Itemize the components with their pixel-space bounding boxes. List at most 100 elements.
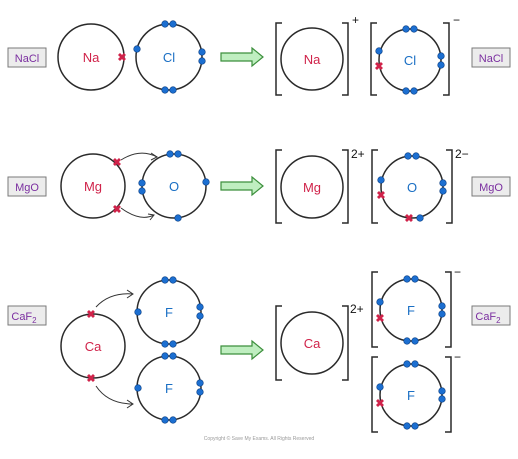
electron-dot [412, 152, 420, 160]
sodium-ion [280, 27, 344, 91]
electron-dot [411, 337, 419, 345]
fluoride-bottom-electrons [376, 360, 446, 430]
ion-bracket-right [446, 149, 453, 224]
electron-dot [404, 152, 412, 160]
row-mgo: MgO Mg ✖ ✖ O Mg 2+ O [7, 147, 511, 225]
calcium-ion [280, 311, 344, 375]
electron-dot [377, 176, 385, 184]
ion-bracket-right [342, 22, 349, 96]
electron-dot [161, 416, 169, 424]
electron-dot [196, 303, 204, 311]
ion-bracket-right [445, 356, 452, 433]
ion-bracket-left [371, 149, 378, 224]
transferred-electron-cross: ✖ [86, 373, 95, 385]
electron-dot [196, 388, 204, 396]
compound-label-left: MgO [15, 182, 39, 194]
electron-dot [403, 360, 411, 368]
oxide-ion [380, 155, 444, 219]
fluorine-symbol-top: F [165, 305, 173, 320]
compound-label-main: CaF [475, 311, 496, 323]
chlorine-atom [135, 23, 203, 91]
magnesium-atom [60, 153, 126, 219]
compound-label-box-left [7, 305, 47, 326]
sodium-symbol: Na [83, 50, 100, 65]
electron-dot [161, 340, 169, 348]
sodium-ion-charge: + [352, 13, 359, 27]
compound-label-box-right [471, 176, 511, 197]
electron-dot [134, 384, 142, 392]
oxygen-electrons [138, 150, 210, 222]
ion-bracket-left [275, 149, 282, 224]
ion-bracket-right [342, 149, 349, 224]
transferred-electron-cross: ✖ [376, 190, 385, 202]
electron-dot [403, 337, 411, 345]
transferred-electron-cross: ✖ [374, 61, 383, 73]
oxide-ion-charge: 2− [455, 147, 469, 161]
compound-label-subscript: 2 [32, 316, 37, 325]
electron-dot [161, 20, 169, 28]
ion-bracket-left [371, 356, 378, 433]
chloride-ion-symbol: Cl [404, 53, 416, 68]
electron-transfer-arrow [120, 152, 158, 161]
ion-bracket-left [275, 305, 282, 381]
chloride-ion-electrons [375, 25, 445, 95]
magnesium-ion-symbol: Mg [303, 180, 321, 195]
electron-dot [438, 310, 446, 318]
fluoride-ion-top [379, 278, 443, 342]
electron-dot [169, 340, 177, 348]
compound-label-left: CaF2 [11, 311, 37, 325]
electron-dot [196, 379, 204, 387]
electron-dot [402, 87, 410, 95]
fluoride-ion-bottom [379, 363, 443, 427]
compound-label-box-right [471, 47, 511, 68]
electron-transfer-arrow [95, 293, 134, 308]
electron-dot [410, 87, 418, 95]
transferred-electron-cross: ✖ [86, 309, 95, 321]
calcium-symbol: Ca [85, 339, 102, 354]
transferred-electron-cross: ✖ [117, 52, 126, 64]
compound-label-right: MgO [479, 182, 503, 194]
electron-dot [169, 416, 177, 424]
electron-dot [169, 352, 177, 360]
fluoride-ion-charge-top: − [454, 265, 461, 279]
electron-dot [376, 298, 384, 306]
transferred-electron-cross: ✖ [112, 204, 121, 216]
ion-bracket-right [342, 305, 349, 381]
electron-dot [410, 25, 418, 33]
oxide-ion-electrons [377, 152, 447, 222]
ion-bracket-right [445, 271, 452, 348]
electron-dot [166, 150, 174, 158]
electron-dot [161, 276, 169, 284]
electron-dot [198, 57, 206, 65]
oxygen-symbol: O [169, 179, 179, 194]
electron-dot [403, 275, 411, 283]
compound-label-box-right [471, 305, 511, 326]
electron-dot [439, 179, 447, 187]
chloride-ion [378, 28, 442, 92]
magnesium-symbol: Mg [84, 179, 102, 194]
electron-dot [438, 395, 446, 403]
row-nacl: NaCl Na ✖ Cl Na + Cl [7, 13, 511, 96]
transferred-electron-cross: ✖ [375, 313, 384, 325]
oxide-ion-symbol: O [407, 180, 417, 195]
electron-transfer-arrow [95, 385, 134, 405]
fluoride-ion-charge-bottom: − [454, 350, 461, 364]
electron-dot [134, 308, 142, 316]
electron-dot [437, 61, 445, 69]
copyright-notice: Copyright © Save My Exams. All Rights Re… [204, 435, 315, 442]
electron-transfer-arrow [120, 207, 155, 218]
electron-dot [411, 422, 419, 430]
electron-dot [416, 214, 424, 222]
electron-dot [402, 25, 410, 33]
sodium-atom [57, 23, 125, 91]
electron-dot [411, 360, 419, 368]
fluoride-ion-symbol-top: F [407, 303, 415, 318]
transferred-electron-cross: ✖ [375, 398, 384, 410]
calcium-atom [60, 313, 126, 379]
reaction-arrow [220, 46, 264, 68]
compound-label-box-left [7, 47, 47, 68]
fluorine-bottom-electrons [134, 352, 204, 424]
electron-dot [376, 383, 384, 391]
